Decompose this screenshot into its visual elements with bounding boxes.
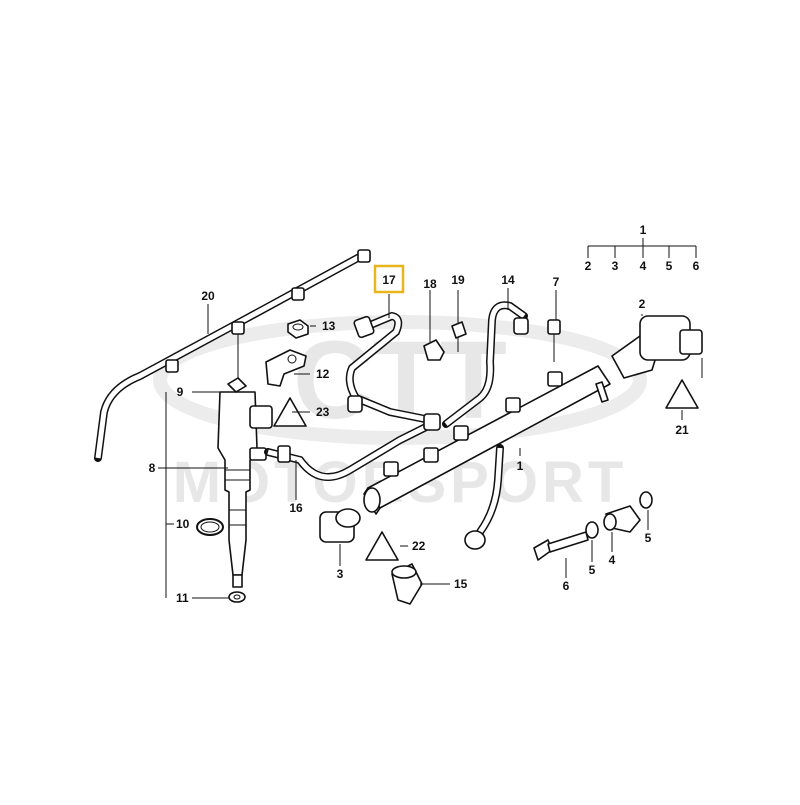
label-15: 15 — [454, 577, 468, 591]
label-20: 20 — [201, 289, 215, 303]
label-16: 16 — [289, 501, 303, 515]
high-pressure-line-17 — [345, 311, 441, 431]
warning-triangle-icon — [665, 379, 699, 409]
label-2: 2 — [639, 297, 646, 311]
label-3: 3 — [337, 567, 344, 581]
hose-connector — [165, 359, 179, 373]
return-line — [464, 444, 504, 550]
pressure-control-valve — [611, 315, 703, 379]
hose-connector — [357, 249, 371, 263]
nut — [287, 319, 309, 339]
label-9: 9 — [177, 385, 184, 399]
seal-washer-5 — [585, 521, 599, 539]
fuel-rail — [363, 365, 611, 515]
bracket-18 — [423, 339, 445, 361]
label-19: 19 — [451, 273, 465, 287]
warning-label-22 — [365, 531, 399, 561]
high-pressure-line-16 — [264, 421, 434, 482]
rail-pressure-sensor — [319, 508, 361, 543]
injector — [217, 391, 273, 588]
fitting-4 — [603, 505, 641, 533]
tension-claw — [265, 349, 307, 387]
label-2-top: 2 — [585, 259, 592, 273]
bolt-7 — [547, 319, 561, 362]
seal-ring — [196, 518, 224, 536]
label-13: 13 — [322, 319, 336, 333]
leader-lines — [158, 238, 703, 599]
label-8: 8 — [149, 461, 156, 475]
label-1: 1 — [517, 459, 524, 473]
label-10: 10 — [176, 517, 190, 531]
high-pressure-line-14 — [442, 301, 529, 428]
retaining-clip — [227, 377, 247, 393]
label-7: 7 — [553, 275, 560, 289]
seal-washer-5 — [639, 491, 653, 509]
label-17: 17 — [382, 273, 396, 287]
warning-triangle-icon — [365, 531, 399, 561]
watermark-brand: CTT — [293, 319, 507, 442]
label-4-top: 4 — [640, 259, 647, 273]
label-21: 21 — [675, 423, 689, 437]
rubber-bushing — [391, 563, 423, 605]
label-12: 12 — [316, 367, 330, 381]
warning-label-21 — [665, 379, 699, 409]
hollow-bolt-6 — [533, 531, 589, 561]
label-14: 14 — [501, 273, 515, 287]
label-18: 18 — [423, 277, 437, 291]
label-5b: 5 — [645, 531, 652, 545]
injector-connector — [249, 405, 273, 429]
label-4: 4 — [609, 553, 616, 567]
label-5: 5 — [589, 563, 596, 577]
label-22: 22 — [412, 539, 426, 553]
label-6-top: 6 — [693, 259, 700, 273]
label-1-top: 1 — [640, 223, 647, 237]
label-5-top: 5 — [666, 259, 673, 273]
screw-19 — [451, 321, 467, 352]
hose-connector — [291, 287, 305, 301]
highlight-box — [373, 264, 405, 294]
part-labels: 1 2 3 4 5 6 20 17 18 19 14 7 2 13 12 23 … — [149, 223, 700, 605]
label-6: 6 — [563, 579, 570, 593]
label-11: 11 — [176, 591, 189, 605]
label-23: 23 — [316, 405, 330, 419]
leak-off-hose — [94, 249, 371, 462]
hose-connector — [231, 321, 245, 335]
label-3-top: 3 — [612, 259, 619, 273]
